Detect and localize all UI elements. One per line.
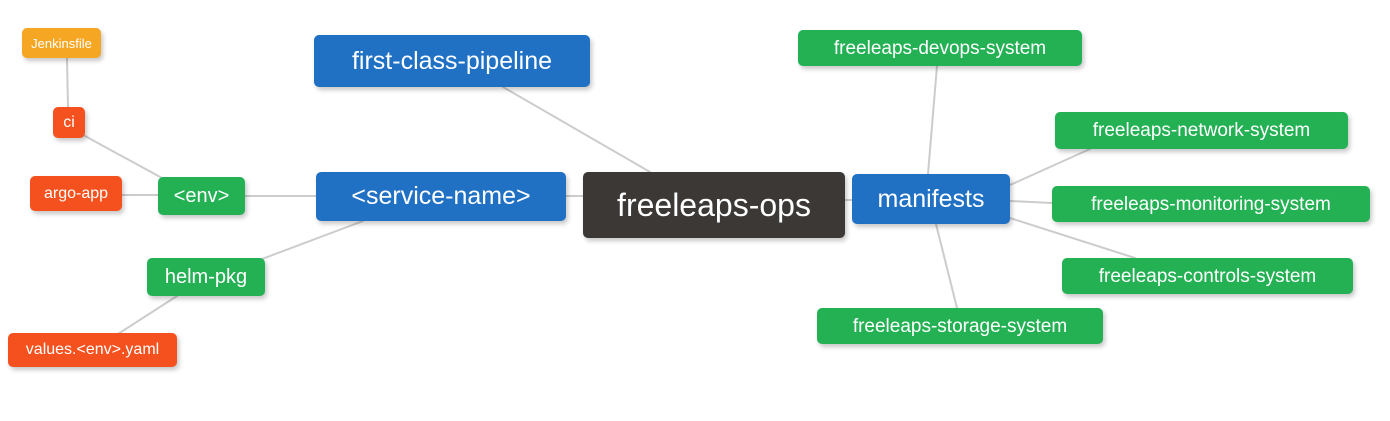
mindmap-node-freeleaps-monitoring-system[interactable]: freeleaps-monitoring-system	[1052, 186, 1370, 222]
edge-helm-pkg-to-values-env-yaml	[117, 295, 178, 335]
edge-service-name-to-helm-pkg	[261, 220, 364, 260]
edge-manifests-to-freeleaps-storage-system	[935, 223, 958, 309]
edge-jenkinsfile-to-ci	[66, 57, 69, 108]
mindmap-node-first-class-pipeline[interactable]: first-class-pipeline	[314, 35, 590, 87]
edge-manifests-to-freeleaps-monitoring-system	[1009, 200, 1053, 204]
edge-manifests-to-freeleaps-controls-system	[1009, 217, 1136, 259]
mindmap-node-freeleaps-network-system[interactable]: freeleaps-network-system	[1055, 112, 1348, 149]
mindmap-node-service-name[interactable]: <service-name>	[316, 172, 566, 221]
edge-manifests-to-freeleaps-devops-system	[927, 65, 938, 175]
mindmap-node-env[interactable]: <env>	[158, 177, 245, 215]
mindmap-node-manifests[interactable]: manifests	[852, 174, 1010, 224]
mindmap-node-argo-app[interactable]: argo-app	[30, 176, 122, 211]
mindmap-node-freeleaps-storage-system[interactable]: freeleaps-storage-system	[817, 308, 1103, 344]
mindmap-node-freeleaps-ops[interactable]: freeleaps-ops	[583, 172, 845, 238]
edge-manifests-to-freeleaps-network-system	[1009, 148, 1091, 186]
mindmap-node-helm-pkg[interactable]: helm-pkg	[147, 258, 265, 296]
mindmap-node-ci[interactable]: ci	[53, 107, 85, 138]
mindmap-node-values-env-yaml[interactable]: values.<env>.yaml	[8, 333, 177, 367]
edge-ci-to-env	[84, 135, 163, 179]
mindmap-node-freeleaps-controls-system[interactable]: freeleaps-controls-system	[1062, 258, 1353, 294]
mindmap-node-freeleaps-devops-system[interactable]: freeleaps-devops-system	[798, 30, 1082, 66]
mindmap-node-jenkinsfile[interactable]: Jenkinsfile	[22, 28, 101, 58]
edge-first-class-pipeline-to-freeleaps-ops	[502, 86, 651, 173]
